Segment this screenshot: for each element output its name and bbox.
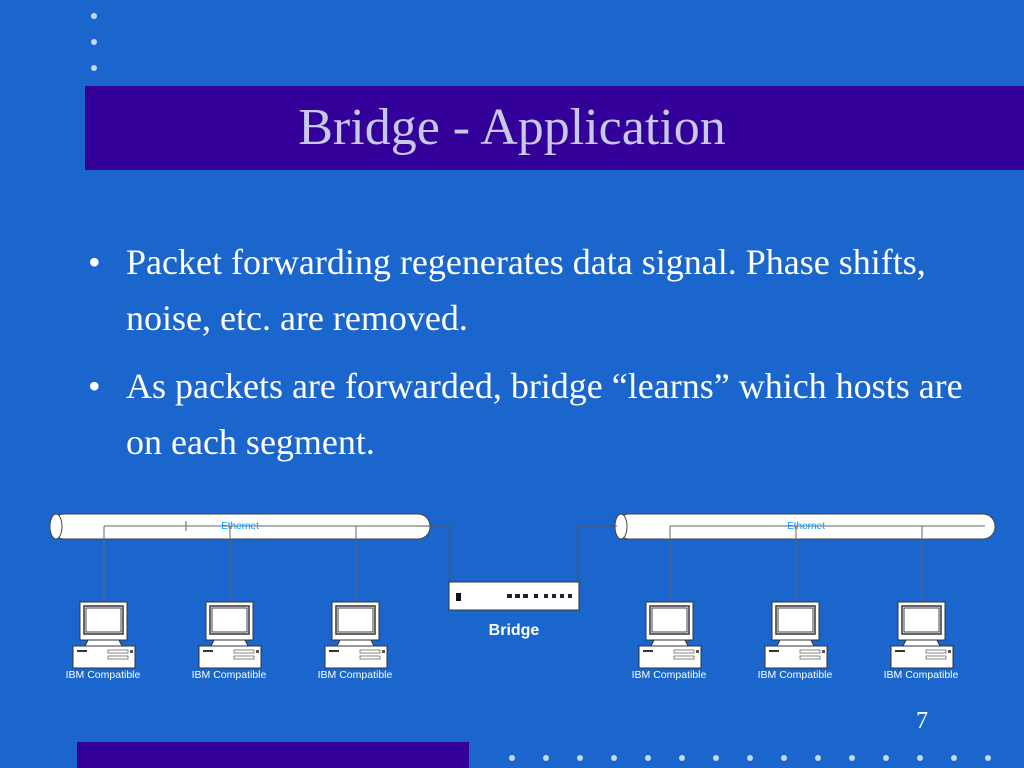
drop-lines-right (669, 526, 923, 602)
ethernet-label-left: Ethernet (221, 521, 259, 532)
decorative-dot (679, 755, 685, 761)
decorative-dot (985, 755, 991, 761)
bullet-text: Packet forwarding regenerates data signa… (126, 242, 926, 338)
decorative-dot (815, 755, 821, 761)
computer-icon (198, 601, 262, 669)
decorative-dot (611, 755, 617, 761)
decorative-dot (849, 755, 855, 761)
host-label: IBM Compatible (758, 669, 833, 681)
bullet-item: • As packets are forwarded, bridge “lear… (88, 358, 988, 470)
bullet-marker: • (88, 242, 101, 282)
decorative-dot (951, 755, 957, 761)
host-label: IBM Compatible (318, 669, 393, 681)
drop-lines-left (103, 526, 357, 602)
decorative-dot (577, 755, 583, 761)
decorative-dot (883, 755, 889, 761)
slide-title: Bridge - Application (298, 99, 726, 156)
computer-icon (890, 601, 954, 669)
footer-band (77, 742, 469, 768)
decorative-dot (917, 755, 923, 761)
decorative-dot (781, 755, 787, 761)
bridge-label: Bridge (489, 622, 540, 639)
decorative-dot (91, 13, 97, 19)
decorative-dot (91, 39, 97, 45)
computer-icon (72, 601, 136, 669)
bullet-marker: • (88, 366, 101, 406)
ethernet-segment-left: Ethernet (49, 513, 431, 540)
decorative-dot (509, 755, 515, 761)
bridge-links (418, 525, 617, 582)
decorative-dot (645, 755, 651, 761)
decorative-dot (713, 755, 719, 761)
ethernet-label-right: Ethernet (787, 521, 825, 532)
decorative-dot (747, 755, 753, 761)
computer-icon (638, 601, 702, 669)
title-band (85, 86, 1024, 170)
host-label: IBM Compatible (632, 669, 707, 681)
bridge-device (448, 581, 580, 611)
host-label: IBM Compatible (192, 669, 267, 681)
decorative-dot (91, 65, 97, 71)
bullet-text: As packets are forwarded, bridge “learns… (126, 366, 963, 462)
host-label: IBM Compatible (66, 669, 141, 681)
ethernet-segment-right: Ethernet (614, 513, 996, 540)
decorative-dot (543, 755, 549, 761)
bullet-list: • Packet forwarding regenerates data sig… (88, 234, 988, 482)
bullet-item: • Packet forwarding regenerates data sig… (88, 234, 988, 346)
host-label: IBM Compatible (884, 669, 959, 681)
computer-icon (764, 601, 828, 669)
page-number: 7 (916, 708, 928, 734)
computer-icon (324, 601, 388, 669)
